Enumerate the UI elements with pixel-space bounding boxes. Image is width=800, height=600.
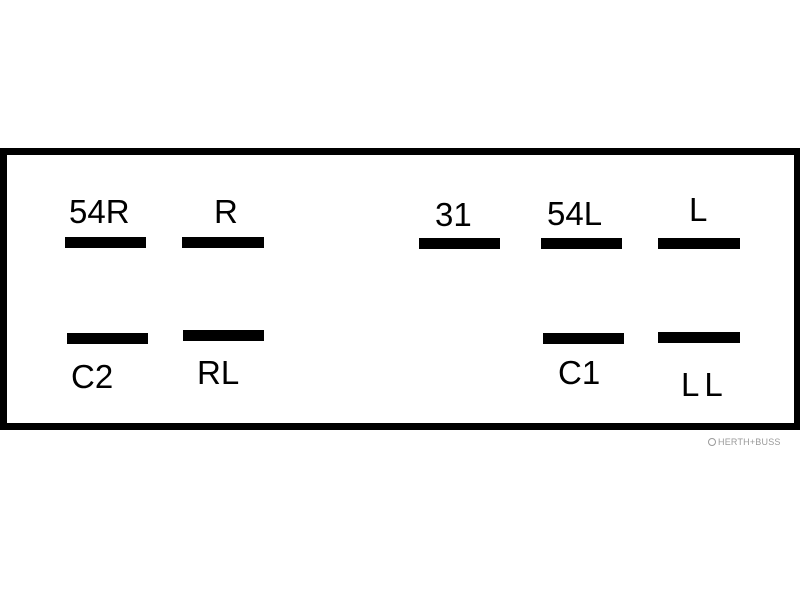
pin-label-r: R xyxy=(214,193,238,230)
pin-bar-54r xyxy=(65,237,146,248)
pin-label-31: 31 xyxy=(435,196,472,233)
pin-label-54r: 54R xyxy=(69,193,130,230)
pin-label-c1: C1 xyxy=(558,354,601,391)
pin-bar-c2 xyxy=(67,333,148,344)
pin-label-l: L xyxy=(689,191,708,228)
pin-label-rl: RL xyxy=(197,354,240,391)
pin-bar-31 xyxy=(419,238,500,249)
pin-label-ll: LL xyxy=(681,366,728,403)
relay-housing-outline xyxy=(0,148,800,430)
watermark-logo-icon xyxy=(708,438,716,446)
pin-bar-r xyxy=(182,237,264,248)
pin-bar-ll xyxy=(658,332,740,343)
pin-bar-54l xyxy=(541,238,622,249)
watermark-text: HERTH+BUSS xyxy=(718,437,781,447)
pin-label-c2: C2 xyxy=(71,358,114,395)
pin-bar-c1 xyxy=(543,333,624,344)
pin-bar-rl xyxy=(183,330,264,341)
watermark: HERTH+BUSS xyxy=(708,437,781,447)
pin-label-54l: 54L xyxy=(547,195,603,232)
pin-bar-l xyxy=(658,238,740,249)
